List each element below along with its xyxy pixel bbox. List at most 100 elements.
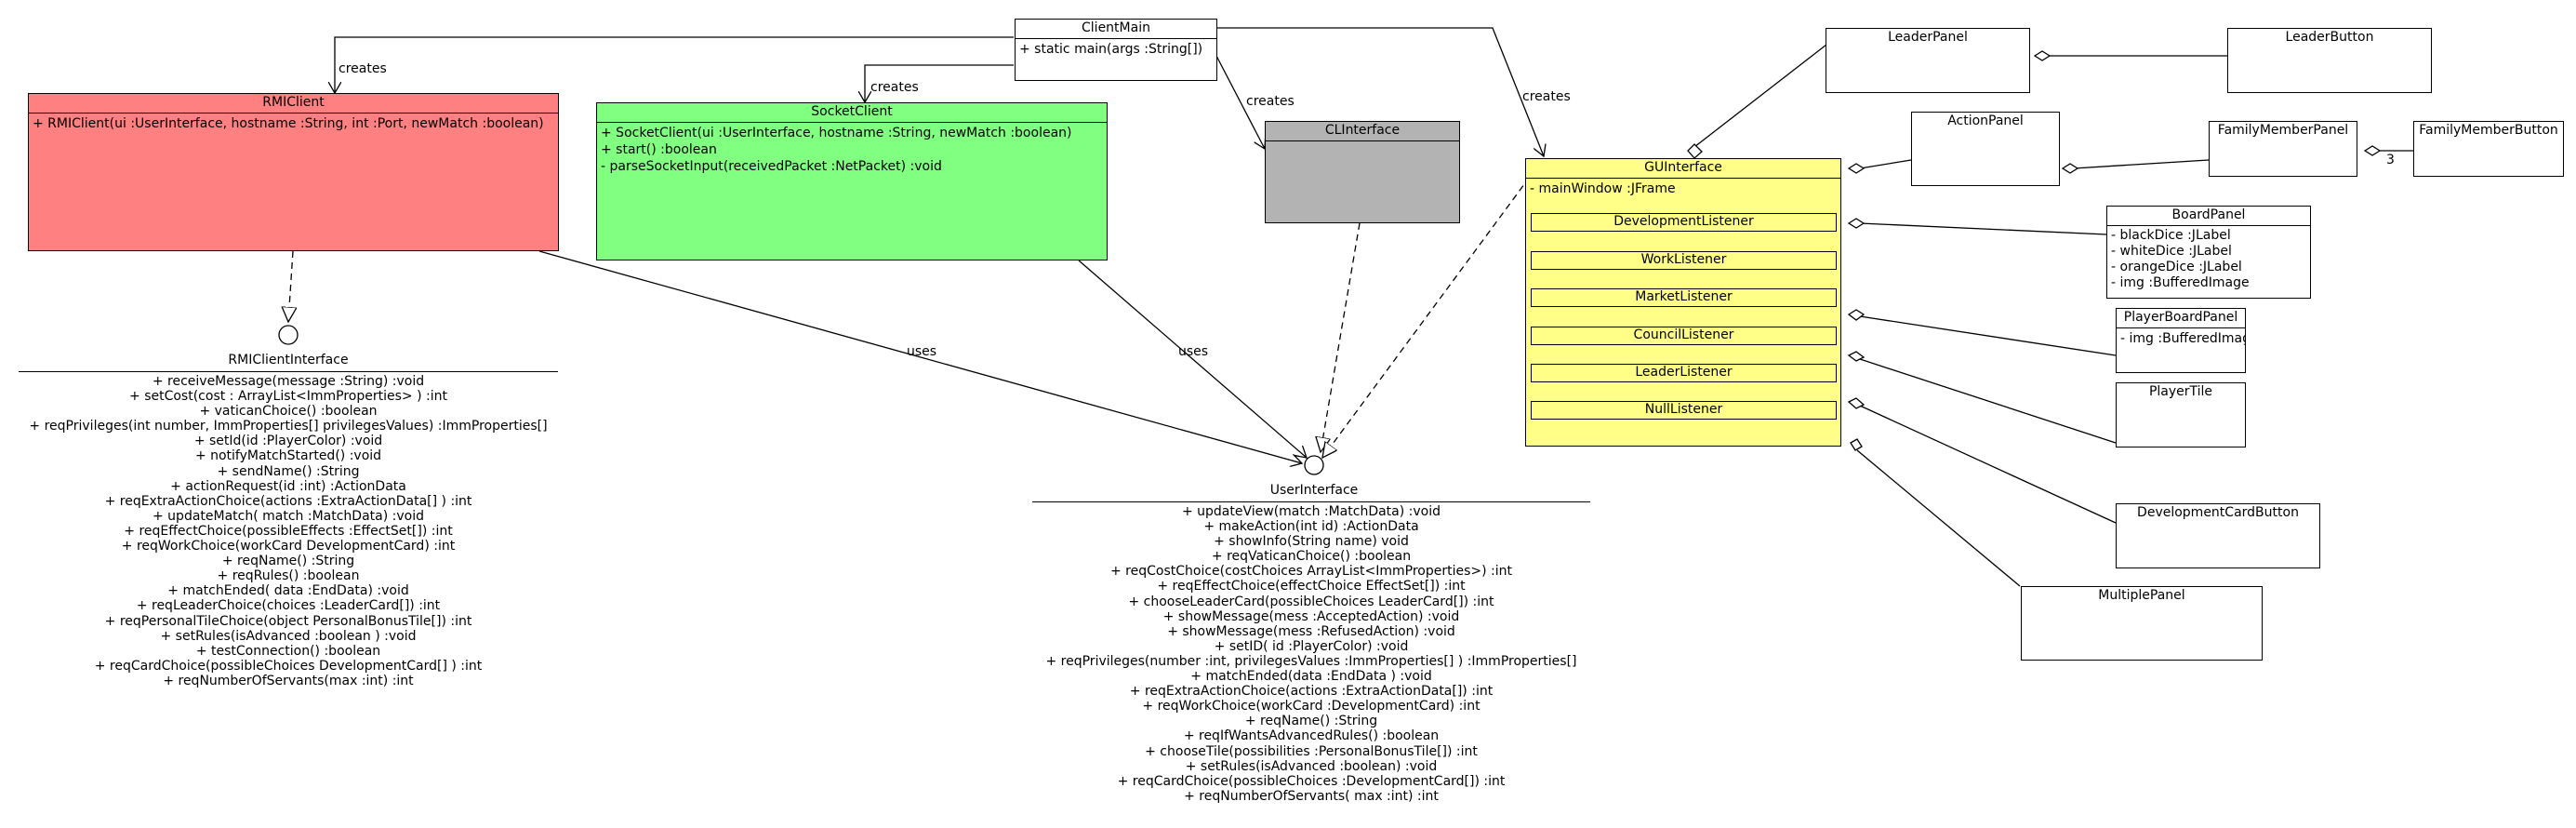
interface-op: + testConnection() :boolean xyxy=(195,643,381,659)
class-socketclient-op: + SocketClient(ui :UserInterface, hostna… xyxy=(601,126,1072,140)
interface-userinterface-ops: + updateView(match :MatchData) :void + m… xyxy=(1032,501,1590,804)
class-leaderbutton[interactable]: LeaderButton xyxy=(2227,28,2432,93)
interface-op: + reqWorkChoice(workCard :DevelopmentCar… xyxy=(1142,699,1481,714)
class-actionpanel-title: ActionPanel xyxy=(1947,114,2024,128)
interface-userinterface-title: UserInterface xyxy=(1269,483,1359,498)
inner-class-developmentlistener[interactable]: DevelopmentListener xyxy=(1531,213,1837,232)
class-guinterface-attr: - mainWindow :JFrame xyxy=(1530,181,1676,196)
class-actionpanel[interactable]: ActionPanel xyxy=(1911,112,2060,186)
interface-op: + setId(id :PlayerColor) :void xyxy=(193,434,383,449)
class-clientmain-op: + static main(args :String[]) xyxy=(1019,42,1203,57)
class-leaderpanel-title: LeaderPanel xyxy=(1888,30,1968,45)
interface-rmiclientinterface-title: RMIClientInterface xyxy=(228,353,349,367)
inner-class-leaderlistener[interactable]: LeaderListener xyxy=(1531,364,1837,382)
class-clinterface-title: CLInterface xyxy=(1266,122,1459,141)
interface-op: + reqIfWantsAdvancedRules() :boolean xyxy=(1183,728,1440,744)
interface-op: + sendName() :String xyxy=(217,463,360,479)
edge-agg-boardpanel xyxy=(1859,222,2107,235)
interface-op: + reqPrivileges(int number, ImmPropertie… xyxy=(29,419,548,434)
class-boardpanel-attr: - whiteDice :JLabel xyxy=(2111,244,2232,259)
edge-agg-playertile xyxy=(1859,358,2117,444)
class-multiplepanel[interactable]: MultiplePanel xyxy=(2021,586,2263,661)
interface-rmiclientinterface-ops: + receiveMessage(message :String) :void … xyxy=(19,371,558,688)
interface-op: + matchEnded( data :EndData) :void xyxy=(167,583,409,599)
class-leaderpanel[interactable]: LeaderPanel xyxy=(1826,28,2030,93)
label-creates-clinterface: creates xyxy=(1246,94,1295,109)
edge-creates-guinterface xyxy=(1216,27,1544,156)
interface-op: + chooseTile(possibilities :PersonalBonu… xyxy=(1145,743,1478,759)
class-boardpanel[interactable]: BoardPanel - blackDice :JLabel - whiteDi… xyxy=(2106,206,2311,299)
inner-class-worklistener[interactable]: WorkListener xyxy=(1531,251,1837,270)
interface-op: + showMessage(mess :RefusedAction) :void xyxy=(1167,623,1455,639)
edge-agg-familymemberpanel xyxy=(2073,159,2210,169)
inner-class-nulllistener[interactable]: NullListener xyxy=(1531,401,1837,420)
interface-op: + vaticanChoice() :boolean xyxy=(199,404,378,420)
interface-op: + reqLeaderChoice(choices :LeaderCard[])… xyxy=(136,598,441,614)
class-rmiclient[interactable]: RMIClient + RMIClient(ui :UserInterface,… xyxy=(28,93,559,251)
class-playertile[interactable]: PlayerTile xyxy=(2116,382,2246,447)
lollipop-userinterface xyxy=(1304,455,1324,475)
interface-op: + reqNumberOfServants(max :int) :int xyxy=(163,673,414,688)
class-rmiclient-op: + RMIClient(ui :UserInterface, hostname … xyxy=(33,116,544,131)
class-clientmain[interactable]: ClientMain + static main(args :String[]) xyxy=(1015,19,1217,81)
interface-op: + reqPrivileges(number :int, privilegesV… xyxy=(1045,653,1577,669)
interface-op: + updateView(match :MatchData) :void xyxy=(1181,504,1441,519)
interface-op: + showMessage(mess :AcceptedAction) :voi… xyxy=(1162,608,1460,624)
class-clinterface[interactable]: CLInterface xyxy=(1265,121,1460,223)
class-boardpanel-attr: - img :BufferedImage xyxy=(2111,275,2250,290)
class-familymemberpanel-title: FamilyMemberPanel xyxy=(2217,123,2349,138)
inner-class-councillistener[interactable]: CouncilListener xyxy=(1531,327,1837,345)
edge-creates-rmiclient xyxy=(335,36,1014,93)
class-familymemberbutton-title: FamilyMemberButton xyxy=(2419,123,2558,138)
edge-agg-playerboardpanel xyxy=(1859,315,2117,356)
interface-op: + reqExtraActionChoice(actions :ExtraAct… xyxy=(1129,684,1494,700)
interface-op: + updateMatch( match :MatchData) :void xyxy=(153,508,424,524)
class-playertile-title: PlayerTile xyxy=(2148,384,2213,399)
interface-op: + reqEffectChoice(possibleEffects :Effec… xyxy=(124,523,453,539)
label-multiplicity-3: 3 xyxy=(2386,153,2395,167)
interface-op: + actionRequest(id :int) :ActionData xyxy=(170,478,406,494)
edge-uses-socketclient xyxy=(1078,260,1307,458)
class-guinterface[interactable]: GUInterface - mainWindow :JFrame Develop… xyxy=(1525,158,1841,447)
edge-realizes-cli xyxy=(1321,222,1361,452)
edge-agg-actionpanel xyxy=(1859,159,1912,169)
class-socketclient[interactable]: SocketClient + SocketClient(ui :UserInte… xyxy=(596,102,1108,260)
edge-uses-rmiclient xyxy=(538,250,1302,463)
label-creates-rmiclient: creates xyxy=(339,61,387,76)
interface-op: + reqVaticanChoice() :boolean xyxy=(1211,549,1412,565)
inner-class-marketlistener[interactable]: MarketListener xyxy=(1531,288,1837,307)
edge-realizes-rmiclientinterface xyxy=(288,250,293,322)
edge-creates-clinterface xyxy=(1215,55,1265,149)
class-socketclient-title: SocketClient xyxy=(597,103,1107,123)
class-rmiclient-title: RMIClient xyxy=(29,94,558,114)
interface-op: + reqExtraActionChoice(actions :ExtraAct… xyxy=(104,493,472,509)
interface-op: + reqRules() :boolean xyxy=(217,568,360,584)
label-uses-socketclient: uses xyxy=(1178,344,1208,359)
interface-op: + notifyMatchStarted() :void xyxy=(194,448,382,464)
class-boardpanel-attr: - orangeDice :JLabel xyxy=(2111,260,2242,274)
class-socketclient-op: - parseSocketInput(receivedPacket :NetPa… xyxy=(601,159,942,174)
label-uses-rmiclient: uses xyxy=(907,344,936,359)
interface-op: + reqCostChoice(costChoices ArrayList<Im… xyxy=(1109,564,1512,580)
interface-op: + reqCardChoice(possibleChoices Developm… xyxy=(94,658,483,674)
class-multiplepanel-title: MultiplePanel xyxy=(2098,588,2185,603)
interface-op: + setRules(isAdvanced :boolean ) :void xyxy=(160,628,417,644)
edge-realizes-gui xyxy=(1322,176,1531,458)
interface-op: + reqCardChoice(possibleChoices :Develop… xyxy=(1117,773,1506,789)
class-boardpanel-attr: - blackDice :JLabel xyxy=(2111,228,2231,243)
interface-op: + setRules(isAdvanced :boolean) :void xyxy=(1185,758,1438,774)
class-playerboardpanel-attr: - img :BufferedImag xyxy=(2120,331,2246,346)
class-developmentcardbutton-title: DevelopmentCardButton xyxy=(2137,505,2299,520)
interface-op: + reqName() :String xyxy=(221,554,355,569)
class-playerboardpanel[interactable]: PlayerBoardPanel - img :BufferedImag xyxy=(2116,308,2246,373)
interface-op: + reqWorkChoice(workCard DevelopmentCard… xyxy=(121,539,456,554)
class-familymemberpanel[interactable]: FamilyMemberPanel xyxy=(2209,121,2357,177)
edge-agg-multiplepanel xyxy=(1856,449,2021,587)
interface-op: + setID( id :PlayerColor) :void xyxy=(1214,638,1409,654)
interface-op: + chooseLeaderCard(possibleChoices Leade… xyxy=(1128,594,1494,609)
edge-agg-devcardbutton xyxy=(1859,405,2117,524)
class-familymemberbutton[interactable]: FamilyMemberButton xyxy=(2413,121,2564,177)
interface-op: + reqPersonalTileChoice(object PersonalB… xyxy=(104,613,472,629)
class-developmentcardbutton[interactable]: DevelopmentCardButton xyxy=(2116,503,2320,568)
lollipop-rmiclientinterface xyxy=(278,325,299,345)
